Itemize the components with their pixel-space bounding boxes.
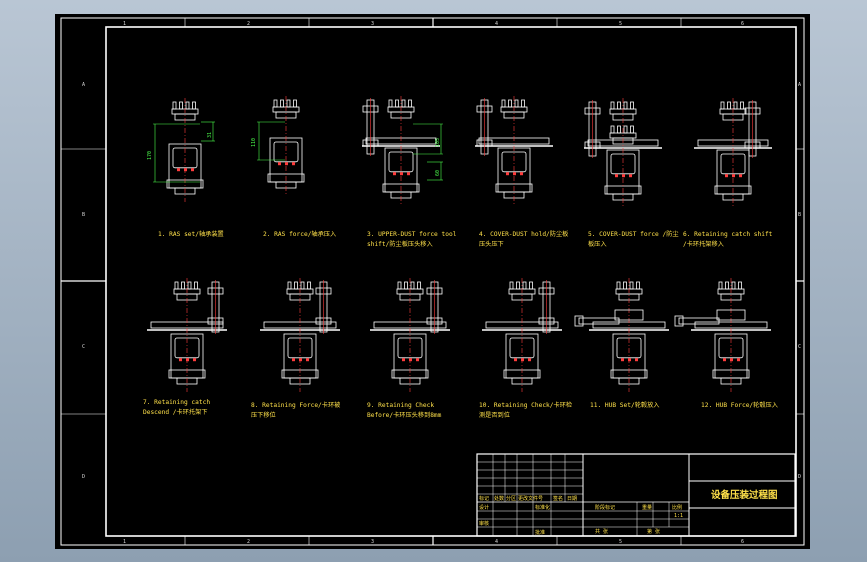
tb-label-standard: 标准化: [535, 504, 550, 511]
zone-right-a: A: [798, 82, 801, 88]
zone-right-d: D: [798, 474, 801, 480]
tb-label-review: 审核: [479, 520, 489, 527]
title-block: [476, 453, 796, 537]
zone-right-c: C: [798, 344, 801, 350]
zone-bottom-2: 2: [247, 539, 250, 545]
dimension-label-4: 60: [435, 170, 441, 176]
step-3-caption: 3. UPPER-DUST force tool: [367, 231, 457, 238]
step-1-caption: 1. RAS set/轴承装置: [158, 230, 224, 238]
tb-label-stage: 阶段标记: [595, 504, 615, 511]
dimension-lines: [153, 121, 443, 183]
zone-bottom-5: 5: [619, 539, 622, 545]
zone-ticks: [61, 18, 804, 545]
zone-left-a: A: [82, 82, 85, 88]
zone-left-d: D: [82, 474, 85, 480]
tb-label-count: 处数: [494, 495, 504, 502]
step-7-caption-line2: Descend /卡环托架下: [143, 408, 207, 416]
tb-label-scale: 比例: [672, 504, 682, 511]
inner-border: [105, 26, 797, 537]
step-12-caption: 12. HUB Force/轮毂压入: [701, 401, 778, 409]
tb-label-zone: 分区: [506, 495, 516, 502]
drawing-title: 设备压装过程图: [711, 489, 778, 501]
tb-label-weight: 重量: [642, 504, 652, 511]
dimension-label-3: 105: [435, 138, 441, 147]
zone-bottom-1: 1: [123, 539, 126, 545]
zone-left-c: C: [82, 344, 85, 350]
tb-label-sign: 签名: [553, 495, 563, 502]
zone-bottom-4: 4: [495, 539, 498, 545]
step-7-figure: [147, 278, 227, 392]
step-2-caption: 2. RAS force/轴承压入: [263, 230, 336, 238]
cad-drawing-viewport[interactable]: 1 2 3 4 5 6 1 2 3 4 5 6 A B C D A B C D …: [55, 14, 810, 549]
step-4-caption-line2: 压头压下: [479, 240, 504, 248]
tb-label-approve: 批准: [535, 529, 545, 536]
process-figures: [147, 96, 772, 392]
step-7-caption: 7. Retaining catch: [143, 399, 210, 406]
zone-top-4: 4: [495, 21, 498, 27]
step-9-caption-line2: Before/卡环压头移到8mm: [367, 411, 442, 419]
dimension-label-5: 31: [207, 132, 213, 138]
step-3-caption-line2: shift/防尘板压头移入: [367, 240, 433, 248]
step-3-figure: [362, 96, 440, 206]
step-9-figure: [370, 278, 450, 392]
zone-right-b: B: [798, 212, 801, 218]
tb-label-mark: 标记: [479, 495, 489, 502]
zone-bottom-6: 6: [741, 539, 744, 545]
zone-bottom-3: 3: [371, 539, 374, 545]
drawing-sheet: 1 2 3 4 5 6 1 2 3 4 5 6 A B C D A B C D …: [60, 17, 805, 546]
tb-sheet-no: 第 张: [647, 528, 660, 535]
dimension-label-1: 170: [147, 151, 153, 160]
zone-top-2: 2: [247, 21, 250, 27]
outer-border: [60, 17, 805, 546]
step-10-caption-line2: 测是否到位: [479, 411, 510, 419]
tb-label-date: 日期: [567, 496, 577, 502]
step-5-caption: 5. COVER-DUST force /防尘: [588, 230, 679, 238]
zone-top-3: 3: [371, 21, 374, 27]
step-6-caption: 6. Retaining catch shift: [683, 231, 773, 238]
zone-top-6: 6: [741, 21, 744, 27]
step-10-caption: 10. Retaining Check/卡环检: [479, 401, 572, 409]
tb-sheet-total: 共 张: [595, 528, 608, 535]
tb-label-design: 设计: [479, 504, 489, 511]
step-11-caption: 11. HUB Set/轮毂放入: [590, 401, 659, 409]
zone-top-5: 5: [619, 21, 622, 27]
step-2-figure: [267, 96, 305, 196]
tb-label-change: 更改文件号: [518, 495, 543, 502]
step-5-figure: [584, 98, 662, 208]
step-4-figure: [475, 96, 553, 206]
step-6-caption-line2: /卡环托架移入: [683, 240, 724, 248]
step-12-figure: [674, 278, 771, 392]
tb-scale-value: 1:1: [674, 513, 683, 519]
step-9-caption: 9. Retaining Check: [367, 402, 434, 409]
step-1-figure: [166, 98, 204, 202]
step-8-caption: 8. Retaining Force/卡环被: [251, 401, 340, 409]
step-5-caption-line2: 板压入: [588, 240, 607, 248]
step-4-caption: 4. COVER-DUST hold/防尘板: [479, 230, 568, 238]
dimension-label-2: 110: [251, 138, 257, 147]
step-8-figure: [260, 278, 340, 392]
step-8-caption-line2: 压下移位: [251, 411, 276, 419]
step-10-figure: [482, 278, 562, 392]
zone-left-b: B: [82, 212, 85, 218]
step-11-figure: [574, 278, 669, 392]
step-6-figure: [694, 98, 772, 208]
zone-top-1: 1: [123, 21, 126, 27]
